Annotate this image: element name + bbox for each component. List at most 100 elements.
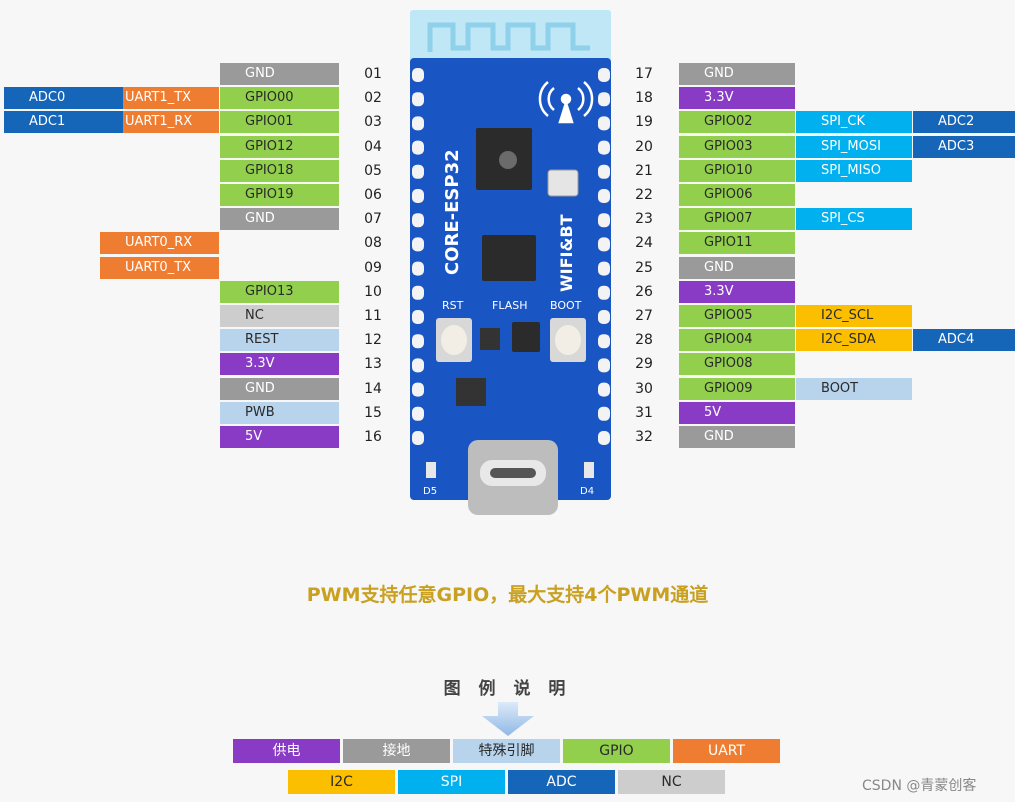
pin-number: 23 <box>635 211 653 227</box>
pin-number: 15 <box>364 405 382 421</box>
pin-number: 10 <box>364 284 382 300</box>
pin-number: 01 <box>364 66 382 82</box>
castellated-pad <box>412 213 424 228</box>
pin-label: 5V <box>679 402 795 424</box>
wireless-label: WIFI&BT <box>557 214 576 292</box>
chip-logo <box>499 151 517 169</box>
legend-item: NC <box>618 770 725 794</box>
pin-function-label: UART1_TX <box>100 87 219 109</box>
castellated-pad <box>598 358 610 373</box>
pin-label: GPIO13 <box>220 281 339 303</box>
castellated-pad <box>598 285 610 300</box>
pin-number: 31 <box>635 405 653 421</box>
castellated-pad <box>412 261 424 276</box>
pin-number: 17 <box>635 66 653 82</box>
pin-label: GPIO10 <box>679 160 795 182</box>
castellated-pad <box>598 310 610 324</box>
pin-label: 5V <box>220 426 339 448</box>
pin-number: 19 <box>635 114 653 130</box>
castellated-pad <box>412 68 424 82</box>
pin-number: 27 <box>635 308 653 324</box>
pin-number: 21 <box>635 163 653 179</box>
legend-item: GPIO <box>563 739 670 763</box>
antenna-trace <box>427 22 590 52</box>
castellated-pad <box>412 406 424 421</box>
castellated-pad <box>412 285 424 300</box>
small-ic <box>480 328 500 350</box>
castellated-pad <box>598 261 610 276</box>
pin-label: GND <box>220 63 339 85</box>
pin-label: GPIO06 <box>679 184 795 206</box>
castellated-pad <box>412 310 424 324</box>
pin-label: GND <box>679 426 795 448</box>
pin-label: GPIO12 <box>220 136 339 158</box>
pin-number: 09 <box>364 260 382 276</box>
castellated-pad <box>598 334 610 349</box>
legend-item: 供电 <box>233 739 340 763</box>
pin-label: GPIO05 <box>679 305 795 327</box>
pin-label: GND <box>679 257 795 279</box>
pin-label: NC <box>220 305 339 327</box>
castellated-pad <box>412 334 424 349</box>
pin-number: 13 <box>364 356 382 372</box>
boot-button <box>550 318 586 362</box>
regulator-chip <box>512 322 540 352</box>
pin-number: 03 <box>364 114 382 130</box>
pin-function-label: ADC4 <box>913 329 1015 351</box>
rst-label: RST <box>442 299 464 312</box>
right-pads <box>598 68 610 445</box>
pin-label: GPIO00 <box>220 87 339 109</box>
pin-function-label: ADC2 <box>913 111 1015 133</box>
pin-label: GPIO01 <box>220 111 339 133</box>
pin-number: 04 <box>364 139 382 155</box>
rst-button <box>436 318 472 362</box>
led-d5 <box>426 462 436 478</box>
legend-item: 特殊引脚 <box>453 739 560 763</box>
pin-label: REST <box>220 329 339 351</box>
led-d5-label: D5 <box>423 486 437 497</box>
pin-number: 28 <box>635 332 653 348</box>
pin-number: 02 <box>364 90 382 106</box>
pin-number: 07 <box>364 211 382 227</box>
castellated-pad <box>412 431 424 445</box>
castellated-pad <box>412 382 424 397</box>
pin-label: GPIO11 <box>679 232 795 254</box>
pin-function-label: UART0_TX <box>100 257 219 279</box>
pin-number: 14 <box>364 381 382 397</box>
pin-number: 32 <box>635 429 653 445</box>
pin-label: GPIO09 <box>679 378 795 400</box>
castellated-pad <box>598 68 610 82</box>
castellated-pad <box>598 382 610 397</box>
castellated-pad <box>412 92 424 107</box>
pin-number: 06 <box>364 187 382 203</box>
pin-number: 22 <box>635 187 653 203</box>
small-ic-2 <box>456 378 486 406</box>
pin-label: GND <box>679 63 795 85</box>
pin-function-label: SPI_CK <box>796 111 912 133</box>
pin-function-label: UART0_RX <box>100 232 219 254</box>
pin-number: 29 <box>635 356 653 372</box>
pin-number: 30 <box>635 381 653 397</box>
pin-function-label: I2C_SCL <box>796 305 912 327</box>
castellated-pad <box>598 189 610 203</box>
boot-label: BOOT <box>550 299 582 312</box>
pin-number: 25 <box>635 260 653 276</box>
castellated-pad <box>598 92 610 107</box>
watermark: CSDN @青蒙创客 <box>862 778 977 794</box>
pin-label: GPIO19 <box>220 184 339 206</box>
castellated-pad <box>598 213 610 228</box>
crystal <box>547 169 579 197</box>
led-d4-label: D4 <box>580 486 594 497</box>
castellated-pad <box>598 140 610 155</box>
pin-number: 26 <box>635 284 653 300</box>
pin-label: GND <box>220 208 339 230</box>
pin-label: GND <box>220 378 339 400</box>
pin-label: 3.3V <box>679 281 795 303</box>
wifi-icon <box>538 81 594 124</box>
pin-label: GPIO07 <box>679 208 795 230</box>
pin-number: 12 <box>364 332 382 348</box>
pin-function-label: I2C_SDA <box>796 329 912 351</box>
pin-number: 18 <box>635 90 653 106</box>
pin-number: 16 <box>364 429 382 445</box>
castellated-pad <box>598 406 610 421</box>
